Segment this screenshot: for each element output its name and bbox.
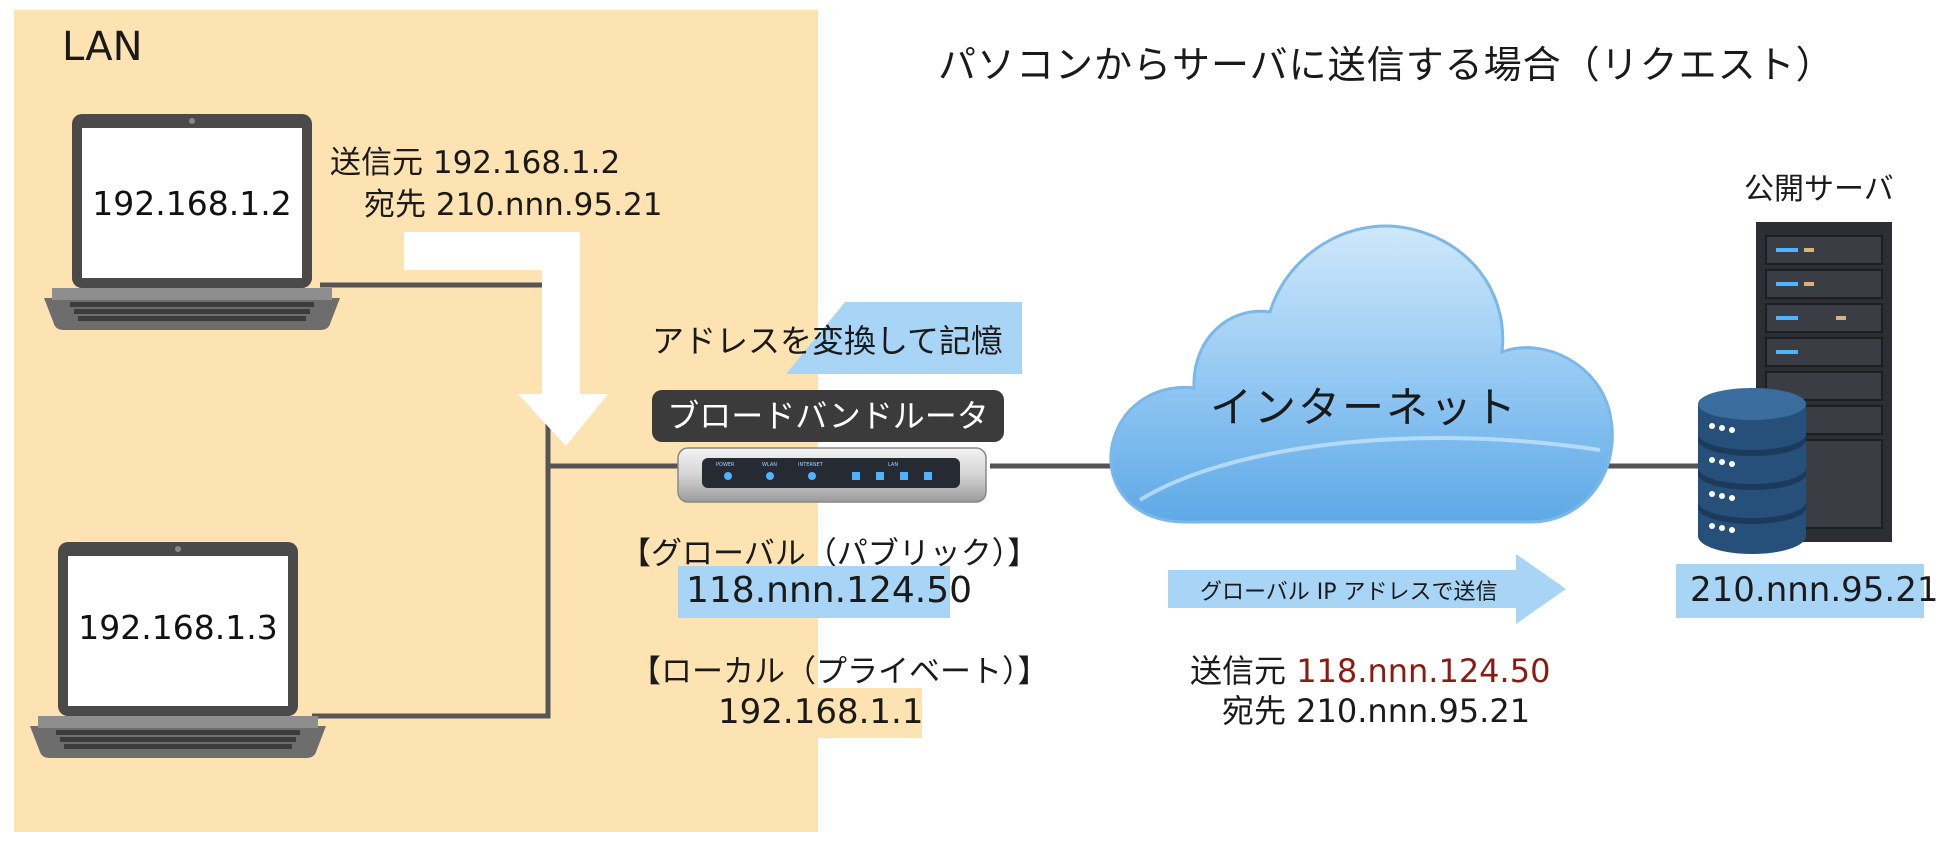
panel-label-power: POWER bbox=[716, 462, 735, 468]
laptop-icon bbox=[30, 542, 326, 758]
laptop-1: 192.168.1.2 bbox=[44, 112, 340, 334]
internet-destination: 宛先 210.nnn.95.21 bbox=[1222, 692, 1531, 730]
global-ip: 118.nnn.124.50 bbox=[686, 570, 973, 611]
laptop-ip: 192.168.1.2 bbox=[92, 184, 292, 223]
internet-source: 送信元 118.nnn.124.50 bbox=[1190, 646, 1550, 692]
right-arrow-icon bbox=[1168, 554, 1566, 624]
request-source: 送信元 192.168.1.2 bbox=[330, 145, 621, 181]
lan-label: LAN bbox=[62, 24, 143, 70]
router-label: ブロードバンドルータ bbox=[652, 390, 1004, 442]
router-icon: POWER WLAN INTERNET LAN bbox=[677, 447, 987, 503]
internet-source-prefix: 送信元 bbox=[1190, 652, 1287, 690]
laptop-2: 192.168.1.3 bbox=[30, 540, 326, 762]
panel-label-wlan: WLAN bbox=[762, 462, 777, 468]
cloud-icon bbox=[1109, 224, 1614, 524]
wire-laptop2 bbox=[312, 466, 551, 719]
internet-label: インターネット bbox=[1210, 383, 1519, 432]
diagram-title: パソコンからサーバに送信する場合（リクエスト） bbox=[938, 43, 1835, 87]
internet-source-ip: 118.nnn.124.50 bbox=[1296, 652, 1551, 690]
laptop-icon bbox=[44, 114, 340, 330]
laptop-ip: 192.168.1.3 bbox=[78, 608, 278, 647]
panel-label-internet: INTERNET bbox=[798, 462, 824, 468]
global-ip-box bbox=[678, 566, 950, 618]
router-note: アドレスを変換して記憶 bbox=[652, 322, 1004, 360]
global-arrow-label: グローバル IP アドレスで送信 bbox=[1200, 580, 1498, 605]
database-icon bbox=[1698, 388, 1806, 554]
server-label: 公開サーバ bbox=[1744, 172, 1894, 207]
local-ip: 192.168.1.1 bbox=[718, 692, 924, 732]
down-arrow-icon bbox=[404, 232, 608, 446]
local-heading: 【ローカル（プライベート）】 bbox=[630, 654, 1049, 690]
server-ip-box bbox=[1676, 564, 1924, 618]
server-ip: 210.nnn.95.21 bbox=[1690, 570, 1939, 610]
local-ip-box bbox=[712, 688, 922, 738]
request-destination: 宛先 210.nnn.95.21 bbox=[364, 187, 663, 223]
panel-label-lan: LAN bbox=[888, 462, 898, 468]
